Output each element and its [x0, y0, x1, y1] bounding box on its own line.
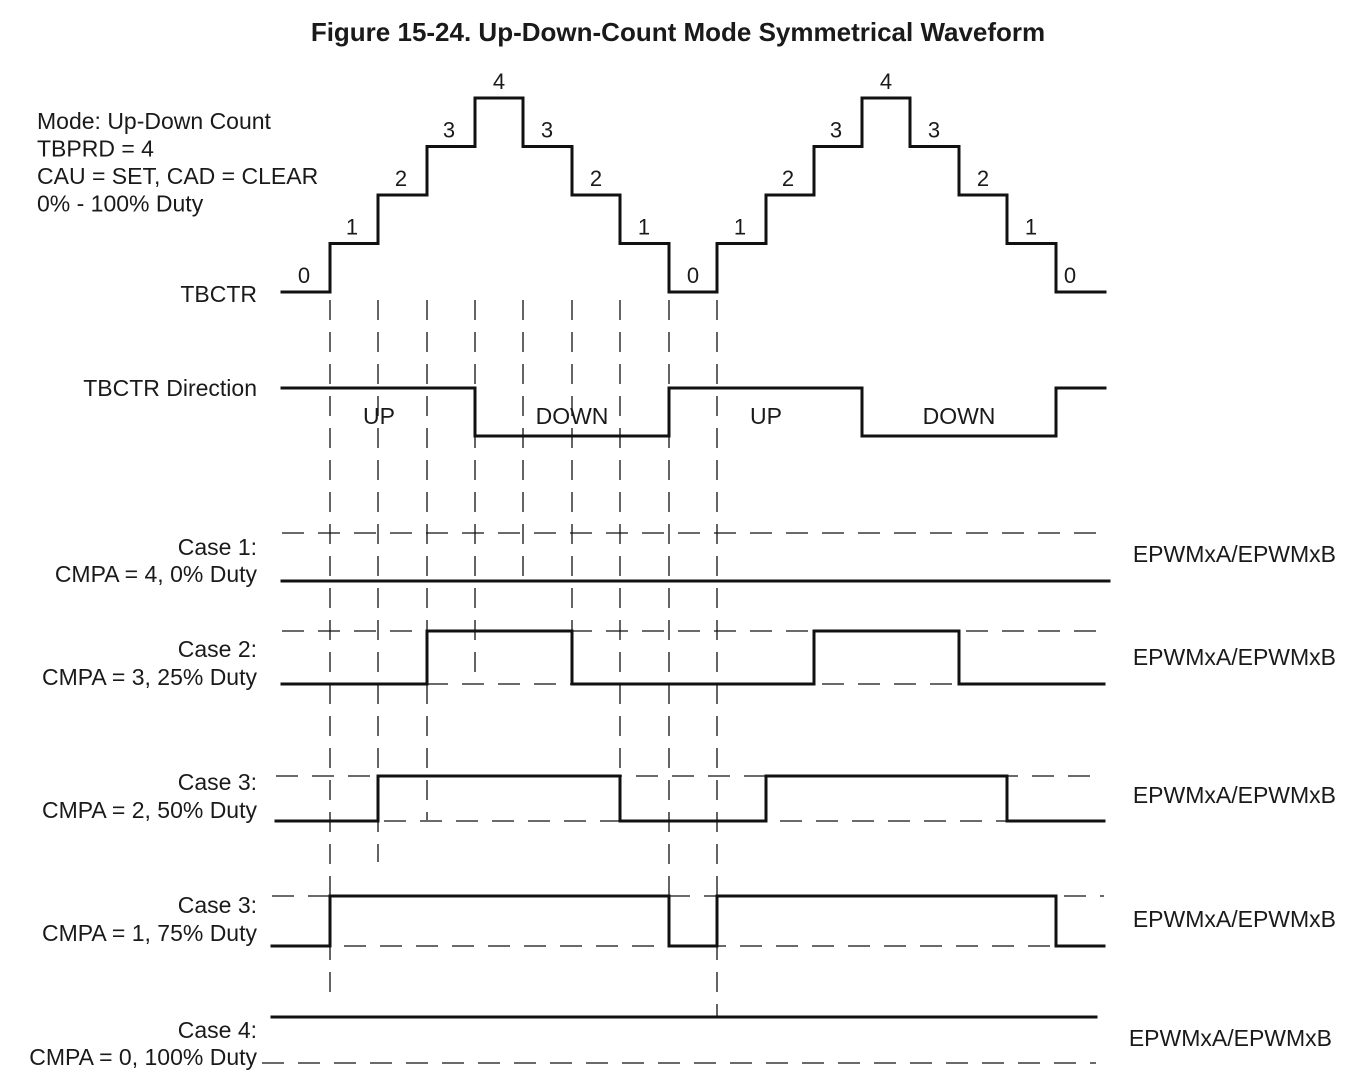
pwm-case: Case 4:CMPA = 0, 100% Duty EPWMxA/EPWMxB	[29, 1015, 1332, 1070]
tbctr-step-value: 3	[541, 118, 553, 143]
case-output-label: EPWMxA/EPWMxB	[1133, 541, 1336, 567]
tbctr-step-value: 0	[687, 263, 699, 288]
tbctr-step-value: 2	[782, 166, 794, 191]
mode-info-line: 0% - 100% Duty	[37, 191, 204, 217]
tbctr-step-value: 0	[298, 263, 310, 288]
timing-guides	[329, 300, 718, 1018]
tbctr-step-value: 1	[346, 215, 358, 240]
tbctr-step-value: 0	[1064, 263, 1076, 288]
case-name: Case 1:	[178, 534, 257, 560]
direction-segment-label: DOWN	[923, 403, 996, 429]
tbctr-step-value: 3	[928, 118, 940, 143]
case-output-label: EPWMxA/EPWMxB	[1129, 1025, 1332, 1051]
direction-segment-label: UP	[750, 403, 782, 429]
tbctr-step-value: 4	[493, 69, 505, 94]
direction-segment-label: DOWN	[536, 403, 609, 429]
pwm-output-signal	[270, 894, 1106, 948]
pwm-case: Case 3:CMPA = 2, 50% Duty EPWMxA/EPWMxB	[42, 769, 1336, 823]
mode-info-line: TBPRD = 4	[37, 136, 154, 162]
case-description: CMPA = 1, 75% Duty	[42, 920, 257, 946]
pwm-case: Case 1:CMPA = 4, 0% Duty EPWMxA/EPWMxB	[55, 532, 1336, 587]
tbctr-step-value: 1	[638, 215, 650, 240]
tbctr-staircase	[280, 96, 1107, 294]
pwm-case: Case 3:CMPA = 1, 75% Duty EPWMxA/EPWMxB	[42, 892, 1336, 948]
case-output-label: EPWMxA/EPWMxB	[1133, 782, 1336, 808]
tbctr-step-value: 2	[590, 166, 602, 191]
direction-segment-label: UP	[363, 403, 395, 429]
tbctr-step-value: 3	[443, 118, 455, 143]
tbctr-step-value: 2	[395, 166, 407, 191]
pwm-output-signal	[274, 774, 1106, 823]
figure-title: Figure 15-24. Up-Down-Count Mode Symmetr…	[311, 17, 1045, 47]
direction-label: TBCTR Direction	[83, 375, 257, 401]
mode-info-line: CAU = SET, CAD = CLEAR	[37, 163, 318, 189]
tbctr-step-value: 4	[880, 69, 892, 94]
case-description: CMPA = 4, 0% Duty	[55, 561, 258, 587]
pwm-output-signal	[280, 629, 1106, 686]
mode-info-line: Mode: Up-Down Count	[37, 108, 272, 134]
case-name: Case 4:	[178, 1017, 257, 1043]
tbctr-step-value: 3	[830, 118, 842, 143]
case-description: CMPA = 3, 25% Duty	[42, 664, 257, 690]
tbctr-label: TBCTR	[180, 281, 257, 307]
tbctr-waveform: TBCTR 0 1 2 3 4 3 2 1 0 1 2 3 4 3 2 1 0	[180, 69, 1107, 307]
case-name: Case 3:	[178, 892, 257, 918]
tbctr-step-value: 1	[734, 215, 746, 240]
case-description: CMPA = 0, 100% Duty	[29, 1044, 257, 1070]
pwm-cases: Case 1:CMPA = 4, 0% DutyEPWMxA/EPWMxBCas…	[29, 532, 1336, 1070]
pwm-case: Case 2:CMPA = 3, 25% Duty EPWMxA/EPWMxB	[42, 629, 1336, 690]
case-output-label: EPWMxA/EPWMxB	[1133, 644, 1336, 670]
tbctr-step-value: 1	[1025, 215, 1037, 240]
direction-signal	[280, 386, 1107, 438]
case-name: Case 2:	[178, 636, 257, 662]
case-output-label: EPWMxA/EPWMxB	[1133, 906, 1336, 932]
tbctr-step-value: 2	[977, 166, 989, 191]
case-description: CMPA = 2, 50% Duty	[42, 797, 257, 823]
case-name: Case 3:	[178, 769, 257, 795]
